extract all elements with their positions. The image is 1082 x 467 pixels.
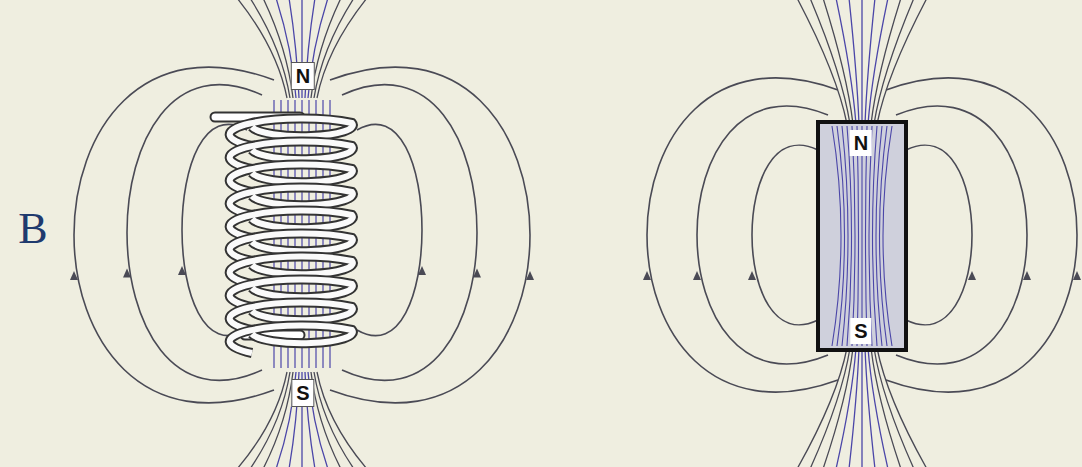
field-line (330, 67, 530, 403)
solenoid-field (70, 0, 534, 467)
bar-magnet-field (643, 0, 1081, 467)
field-line (861, 348, 862, 467)
field-arrow (473, 269, 481, 278)
field-line (311, 372, 341, 467)
field-arrow (693, 271, 701, 280)
field-line (263, 372, 293, 467)
core-field-line (883, 126, 892, 346)
field-line (849, 0, 859, 124)
field-symbol: B (18, 207, 47, 251)
field-line (752, 145, 818, 325)
field-line (647, 78, 838, 392)
field-line (849, 348, 859, 467)
field-line (896, 106, 1027, 364)
field-line (237, 0, 287, 98)
pole-label: S (850, 318, 871, 344)
field-line (797, 348, 847, 467)
field-line (874, 0, 914, 124)
core-field-line (861, 126, 862, 346)
core-field-line (869, 126, 872, 346)
field-line (906, 145, 972, 325)
field-line (250, 372, 290, 467)
field-arrow (643, 271, 651, 280)
field-arrow (968, 271, 976, 280)
field-line (877, 0, 927, 124)
field-line (886, 78, 1077, 392)
coil-winding (230, 326, 353, 353)
field-line (263, 0, 293, 98)
core-field-line (852, 126, 855, 346)
pole-label: S (291, 379, 314, 407)
field-arrow (123, 269, 131, 278)
field-line (697, 106, 828, 364)
pole-label: N (291, 62, 315, 90)
core-field-line (837, 126, 845, 346)
core-field-line (842, 126, 848, 346)
field-arrow (748, 271, 756, 280)
core-field-line (866, 126, 868, 346)
field-line (877, 348, 927, 467)
field-arrow (1073, 271, 1081, 280)
core-field-line (847, 126, 852, 346)
field-line (311, 0, 341, 98)
field-line (874, 348, 914, 467)
field-line (836, 0, 856, 124)
field-arrow (418, 266, 426, 275)
field-line (342, 85, 477, 381)
field-line (836, 348, 856, 467)
field-line (797, 0, 847, 124)
field-arrow (178, 266, 186, 275)
field-arrow (70, 271, 78, 280)
bar-magnet (818, 122, 906, 350)
field-arrow (526, 271, 534, 280)
core-field-line (857, 126, 859, 346)
core-field-line (832, 126, 841, 346)
field-line (810, 0, 850, 124)
field-line (861, 0, 862, 124)
field-arrow (1023, 271, 1031, 280)
field-line (317, 372, 367, 467)
coil-winding (230, 326, 353, 353)
field-line (357, 124, 422, 335)
pole-label: N (850, 130, 872, 156)
field-line (237, 372, 287, 467)
field-line (317, 0, 367, 98)
